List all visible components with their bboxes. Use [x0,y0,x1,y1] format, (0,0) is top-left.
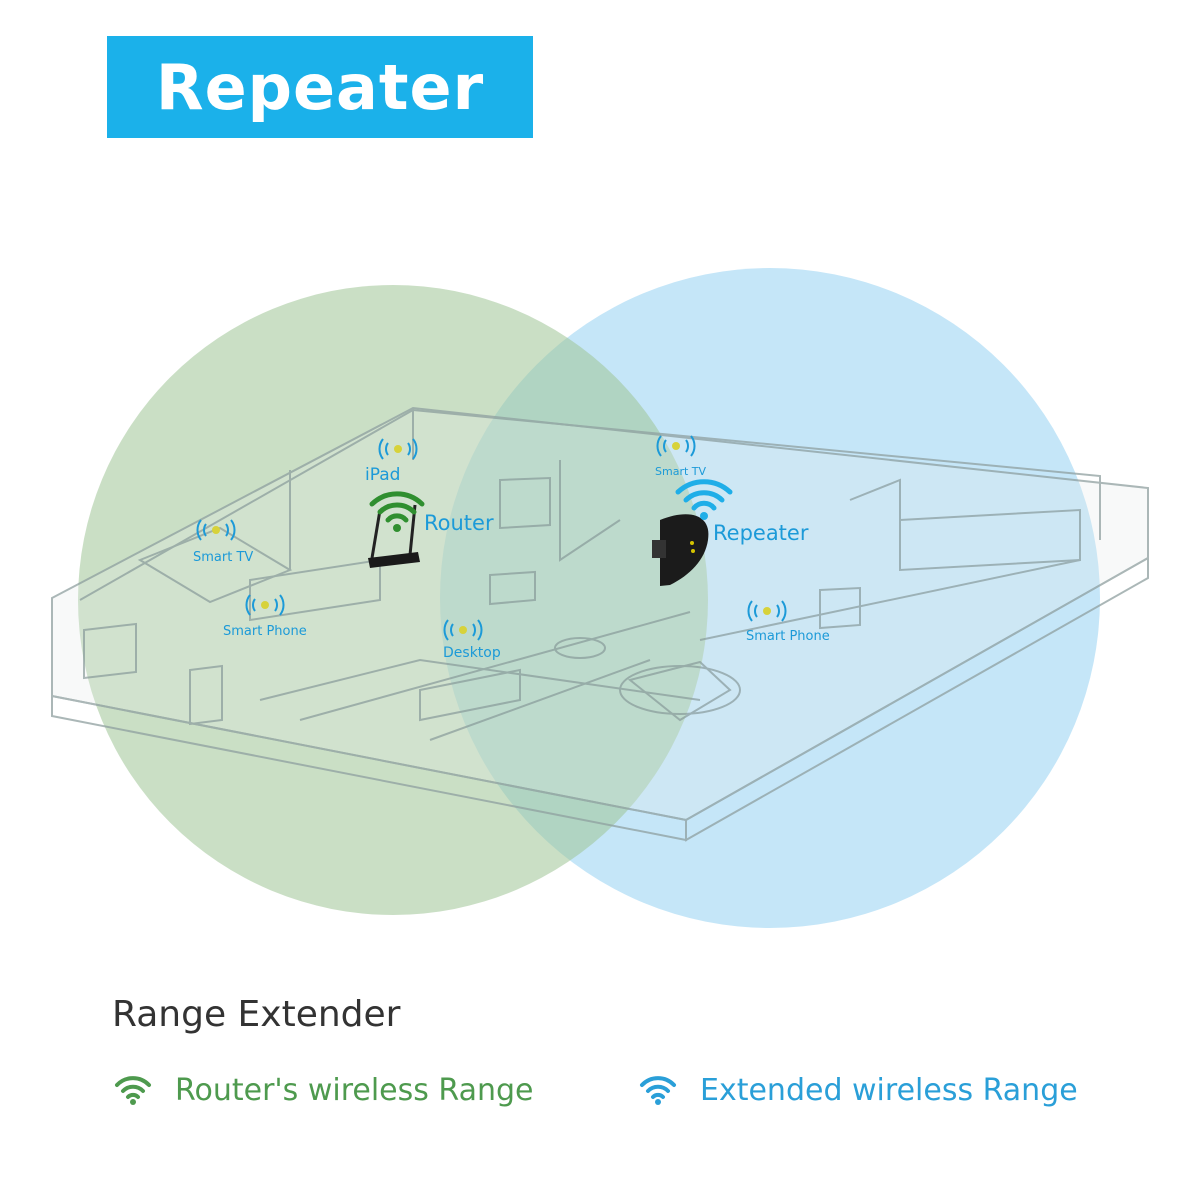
signal-icon [747,600,787,622]
device-label-smart-phone-right: Smart Phone [746,629,830,644]
signal-icon [656,435,696,457]
device-label-smart-tv-left: Smart TV [193,550,253,565]
wifi-icon [640,1076,676,1105]
repeater-wifi-icon [675,479,733,520]
signal-icon [378,438,418,460]
router-coverage-circle [78,285,708,915]
device-label-smart-tv-right: Smart TV [655,465,706,478]
signal-icon [245,594,285,616]
legend-title: Range Extender [112,994,401,1035]
device-label-ipad: iPad [365,465,400,485]
page-title: Repeater [155,50,485,124]
legend-extended-label: Extended wireless Range [700,1072,1078,1108]
device-label-desktop: Desktop [443,645,501,661]
signal-icon [443,619,483,641]
repeater-icon [652,514,709,586]
wifi-icon [115,1076,151,1105]
legend-extended-range: Extended wireless Range [638,1068,1078,1112]
legend-router-label: Router's wireless Range [175,1072,534,1108]
title-banner: Repeater [107,36,533,138]
signal-icon [196,519,236,541]
router-label: Router [424,511,494,535]
device-label-smart-phone-left: Smart Phone [223,624,307,639]
floor-plan [51,406,1149,842]
router-wifi-icon [369,491,425,532]
legend-router-range: Router's wireless Range [113,1068,534,1112]
repeater-label: Repeater [713,521,809,545]
